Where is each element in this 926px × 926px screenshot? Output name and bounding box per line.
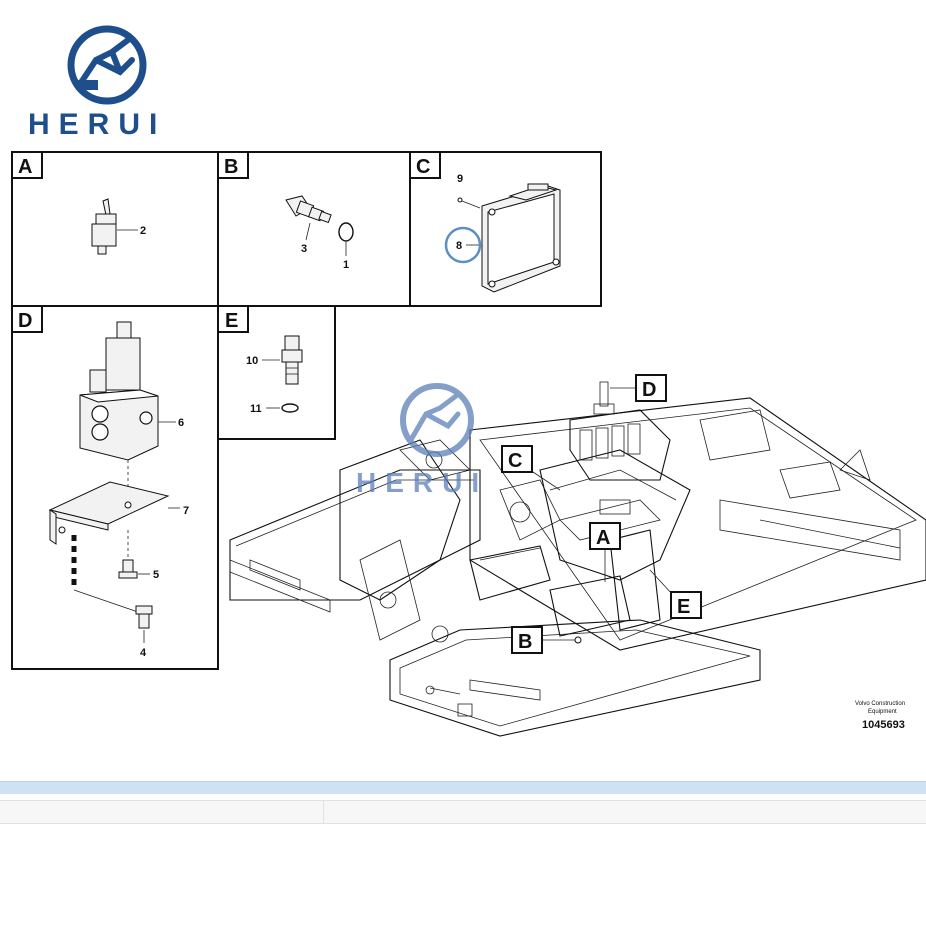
herui-logo: HERUI [28, 25, 166, 141]
footer-line1: Volvo Construction [855, 701, 905, 707]
toggle-switch-part: 2 [91, 198, 146, 255]
logo-text: HERUI [28, 108, 166, 141]
callout-10: 10 [246, 355, 258, 367]
svg-text:C: C [416, 156, 430, 178]
callout-4: 4 [140, 647, 147, 659]
sensor-part-e: 10 11 [246, 335, 303, 415]
main-label-b: B [511, 626, 582, 654]
o-ring-part [338, 222, 354, 242]
main-label-a: A [589, 522, 621, 582]
callout-5: 5 [153, 569, 159, 581]
watermark-logo: HERUI [356, 383, 488, 498]
svg-text:B: B [224, 156, 238, 178]
mounting-bracket-part: 7 [48, 481, 189, 613]
screw-5-part: 5 [118, 530, 159, 581]
control-unit-part: 9 8 [444, 173, 561, 293]
callout-9: 9 [457, 173, 463, 185]
watermark-text: HERUI [356, 467, 488, 498]
callout-7: 7 [183, 505, 189, 517]
callout-3: 3 [301, 243, 307, 255]
svg-text:E: E [225, 310, 238, 332]
footer-line2: Equipment [868, 709, 897, 715]
window-status-bar [0, 781, 926, 794]
callout-11: 11 [250, 403, 262, 415]
svg-text:C: C [508, 450, 522, 472]
panel-label-d: D [11, 305, 43, 333]
highlight-ring [444, 226, 482, 264]
panel-d [11, 305, 219, 670]
machine-frame-illustration [229, 381, 926, 737]
panel-e [217, 305, 336, 440]
panel-label-b: B [217, 151, 249, 179]
pressure-sensor-part: 3 1 [285, 195, 354, 271]
main-label-d: D [610, 374, 667, 402]
bottom-row-cell [0, 801, 324, 823]
svg-text:B: B [518, 631, 532, 653]
solenoid-valve-part: 6 [79, 321, 184, 500]
svg-text:A: A [596, 527, 610, 549]
callout-6: 6 [178, 417, 184, 429]
main-label-e: E [649, 569, 702, 619]
screw-4-part: 4 [135, 605, 153, 659]
svg-text:A: A [18, 156, 32, 178]
callout-8: 8 [456, 240, 462, 252]
callout-1: 1 [343, 259, 349, 271]
svg-text:D: D [642, 379, 656, 401]
panel-label-a: A [11, 151, 43, 179]
panel-label-c: C [409, 151, 441, 179]
panel-label-e: E [217, 305, 249, 333]
svg-text:D: D [18, 310, 32, 332]
document-reference: Volvo Construction Equipment 1045693 [855, 701, 905, 731]
window-bottom-row [0, 800, 926, 824]
svg-text:E: E [677, 596, 690, 618]
main-label-c: C [501, 445, 561, 491]
callout-2: 2 [140, 225, 146, 237]
doc-number: 1045693 [862, 719, 905, 731]
